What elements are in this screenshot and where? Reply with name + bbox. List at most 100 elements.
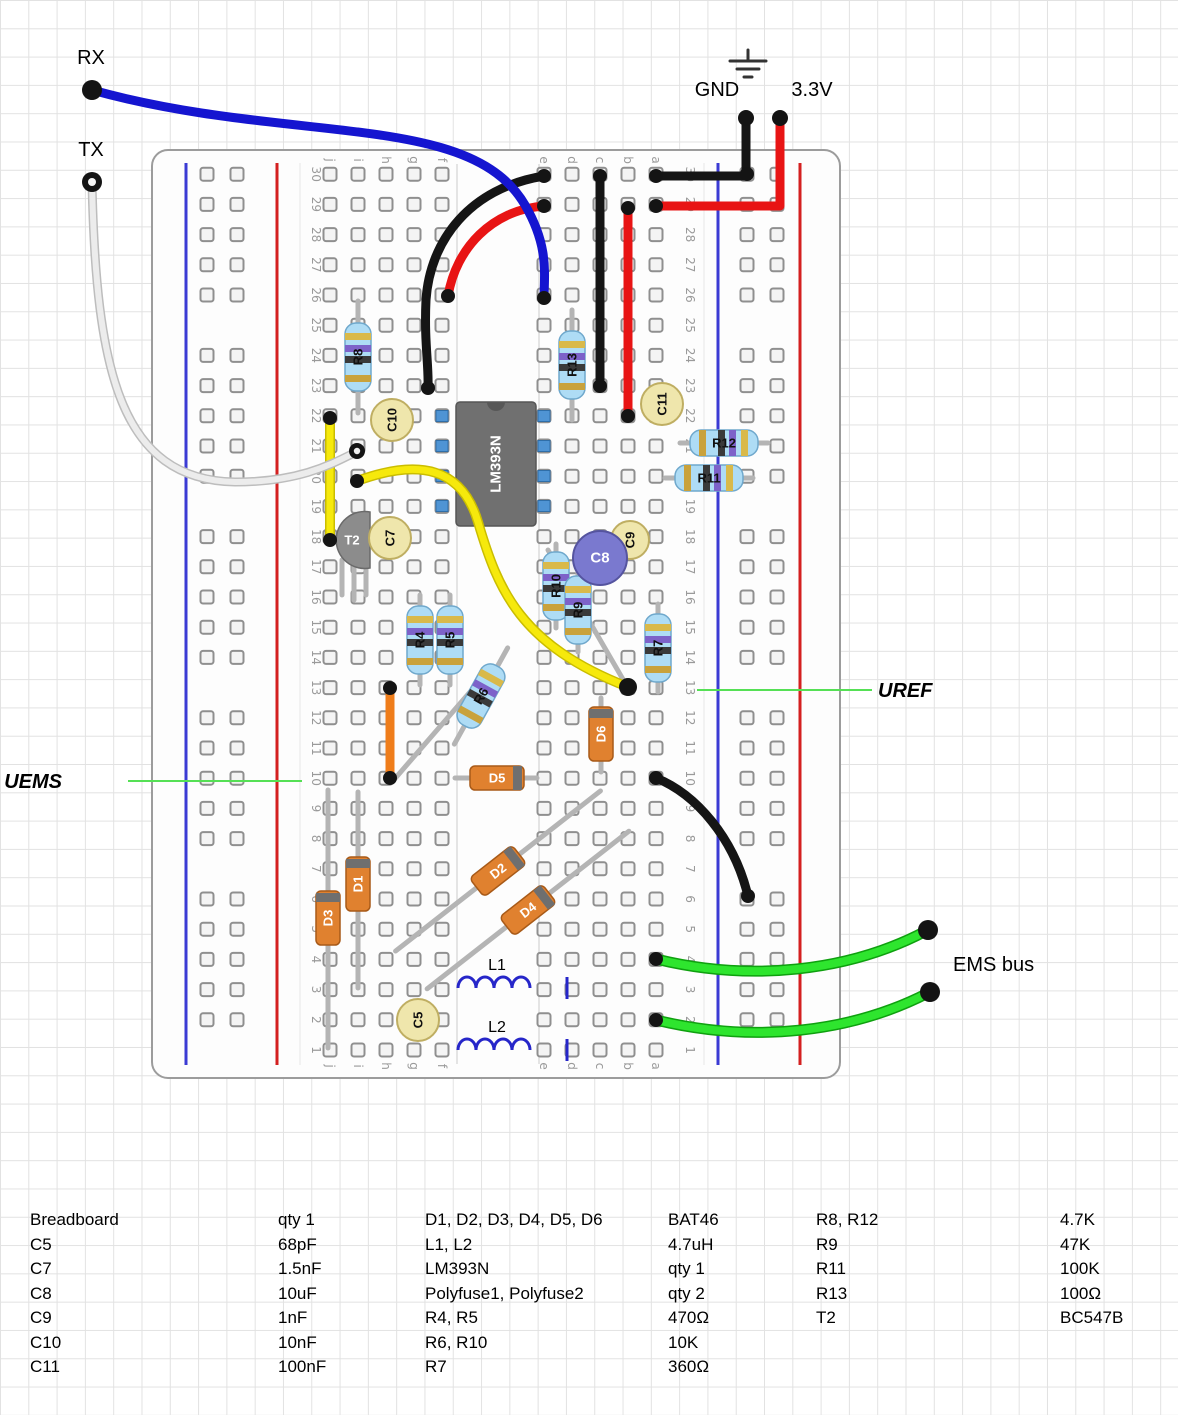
breadboard-hole — [564, 891, 580, 907]
board-coordinate: 2 — [683, 1016, 697, 1024]
board-coordinate: 13 — [683, 680, 697, 695]
breadboard-hole — [229, 347, 245, 363]
breadboard-hole — [564, 740, 580, 756]
resistor-body — [564, 575, 592, 645]
breadboard-hole — [592, 1042, 608, 1058]
wire-terminal — [649, 952, 663, 966]
ic-pin — [435, 500, 449, 512]
breadboard-hole — [620, 710, 636, 726]
board-coordinate: 29 — [309, 197, 323, 212]
board-coordinate: c — [593, 157, 607, 164]
resistor-R8: R8 — [344, 298, 372, 416]
breadboard-hole — [620, 770, 636, 786]
breadboard-hole — [648, 921, 664, 937]
transistor-label: T2 — [344, 533, 359, 548]
breadboard-hole — [378, 227, 394, 243]
breadboard-hole — [406, 317, 422, 333]
breadboard-hole — [406, 891, 422, 907]
breadboard-hole — [434, 1042, 450, 1058]
breadboard-hole — [739, 257, 755, 273]
breadboard-hole — [406, 287, 422, 303]
breadboard-hole — [434, 589, 450, 605]
breadboard-hole — [620, 951, 636, 967]
inductor-L1 — [456, 975, 569, 999]
diode-label: D6 — [594, 726, 609, 743]
wire-terminals — [323, 167, 755, 1027]
breadboard-hole — [350, 257, 366, 273]
breadboard-hole — [199, 770, 215, 786]
board-coordinate: 26 — [309, 287, 323, 302]
board-coordinate: d — [565, 156, 579, 164]
breadboard-hole — [378, 166, 394, 182]
breadboard-hole — [592, 831, 608, 847]
breadboard-hole — [536, 861, 552, 877]
breadboard-hole — [229, 1012, 245, 1028]
board-coordinate: 14 — [309, 650, 323, 665]
breadboard-hole — [199, 831, 215, 847]
breadboard-hole — [350, 166, 366, 182]
breadboard-hole — [648, 710, 664, 726]
capacitor-label: C7 — [383, 530, 398, 547]
breadboard-hole — [322, 619, 338, 635]
breadboard-hole — [536, 649, 552, 665]
breadboard-hole — [648, 468, 664, 484]
breadboard-hole — [434, 861, 450, 877]
breadboard-hole — [592, 498, 608, 514]
breadboard-hole — [378, 861, 394, 877]
breadboard-hole — [769, 589, 785, 605]
annotations: RX TX GND 3.3V EMS bus UREF UEMS — [4, 47, 1034, 1002]
breadboard-hole — [620, 982, 636, 998]
breadboard-hole — [564, 680, 580, 696]
ic-pin — [537, 470, 551, 482]
resistor-label: R8 — [351, 349, 366, 366]
breadboard-hole — [378, 800, 394, 816]
breadboard-hole — [769, 378, 785, 394]
board-coordinate: 2 — [309, 1016, 323, 1024]
board-coordinate: 23 — [683, 378, 697, 393]
ems-bus-label: EMS bus — [953, 954, 1034, 976]
breadboard-hole — [229, 710, 245, 726]
resistor-label: R5 — [443, 632, 458, 649]
parts-cell — [816, 1357, 878, 1382]
breadboard-hole — [592, 408, 608, 424]
parts-cell: L1, L2 — [425, 1234, 473, 1254]
board-coordinate: g — [407, 156, 421, 164]
breadboard-hole — [406, 498, 422, 514]
breadboard-hole — [229, 982, 245, 998]
breadboard-hole — [229, 619, 245, 635]
breadboard-hole — [406, 861, 422, 877]
breadboard-hole — [434, 166, 450, 182]
board-coordinate: 23 — [309, 378, 323, 393]
breadboard-hole — [229, 649, 245, 665]
breadboard-hole — [229, 196, 245, 212]
breadboard-hole — [406, 196, 422, 212]
board-coordinate: 17 — [683, 559, 697, 574]
breadboard-hole — [199, 800, 215, 816]
parts-cell: 470Ω — [668, 1308, 710, 1327]
breadboard-hole — [536, 921, 552, 937]
breadboard-hole — [434, 921, 450, 937]
breadboard-hole — [536, 1012, 552, 1028]
uref-label: UREF — [878, 680, 933, 702]
resistor-label: R13 — [565, 353, 580, 377]
breadboard-hole — [229, 559, 245, 575]
board-coordinate: e — [537, 1062, 551, 1069]
diode-body — [315, 890, 341, 946]
breadboard-hole — [592, 438, 608, 454]
wire-terminal — [649, 1013, 663, 1027]
board-coordinate: 28 — [309, 227, 323, 242]
breadboard-hole — [739, 619, 755, 635]
breadboard-hole — [620, 1042, 636, 1058]
resistor-body — [436, 605, 464, 675]
breadboard-hole — [229, 408, 245, 424]
breadboard-hole — [350, 740, 366, 756]
breadboard-hole — [434, 559, 450, 575]
capacitor-body — [640, 382, 684, 426]
capacitor-body — [572, 530, 628, 586]
breadboard-hole — [648, 831, 664, 847]
ic-notch — [487, 402, 505, 411]
tx-pad-center — [88, 178, 96, 186]
breadboard-hole — [199, 982, 215, 998]
breadboard-hole — [406, 982, 422, 998]
